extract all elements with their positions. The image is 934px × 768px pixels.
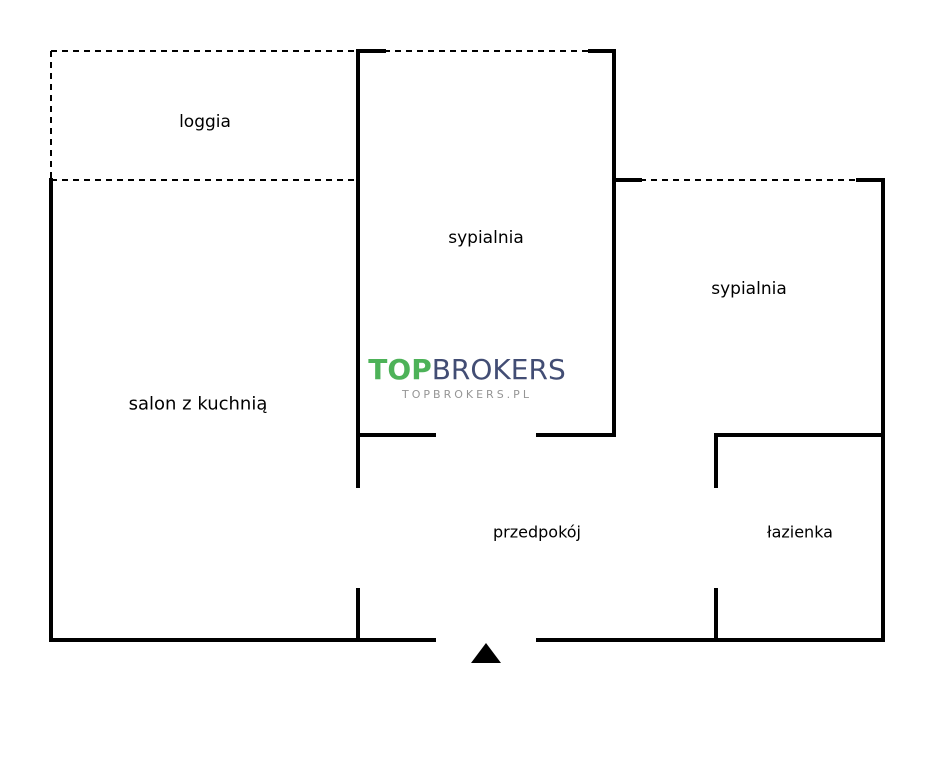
brand-part-top: TOP [368,353,432,386]
brand-website: TOPBROKERS.PL [402,388,532,401]
loggia-outline [50,50,858,181]
room-label-bathroom: łazienka [767,522,833,542]
room-label-bedroom-2: sypialnia [711,279,787,299]
brand-watermark: TOPBROKERS TOPBROKERS.PL [368,355,565,402]
room-label-living-kitchen: salon z kuchnią [128,393,268,415]
triangle-up-icon [471,643,501,663]
brand-logo: TOPBROKERS [368,355,565,385]
room-label-bedroom-1: sypialnia [448,228,524,248]
room-label-hallway: przedpokój [492,522,582,542]
walls [49,49,885,642]
brand-part-brokers: BROKERS [431,353,566,386]
room-label-loggia: loggia [179,112,231,132]
